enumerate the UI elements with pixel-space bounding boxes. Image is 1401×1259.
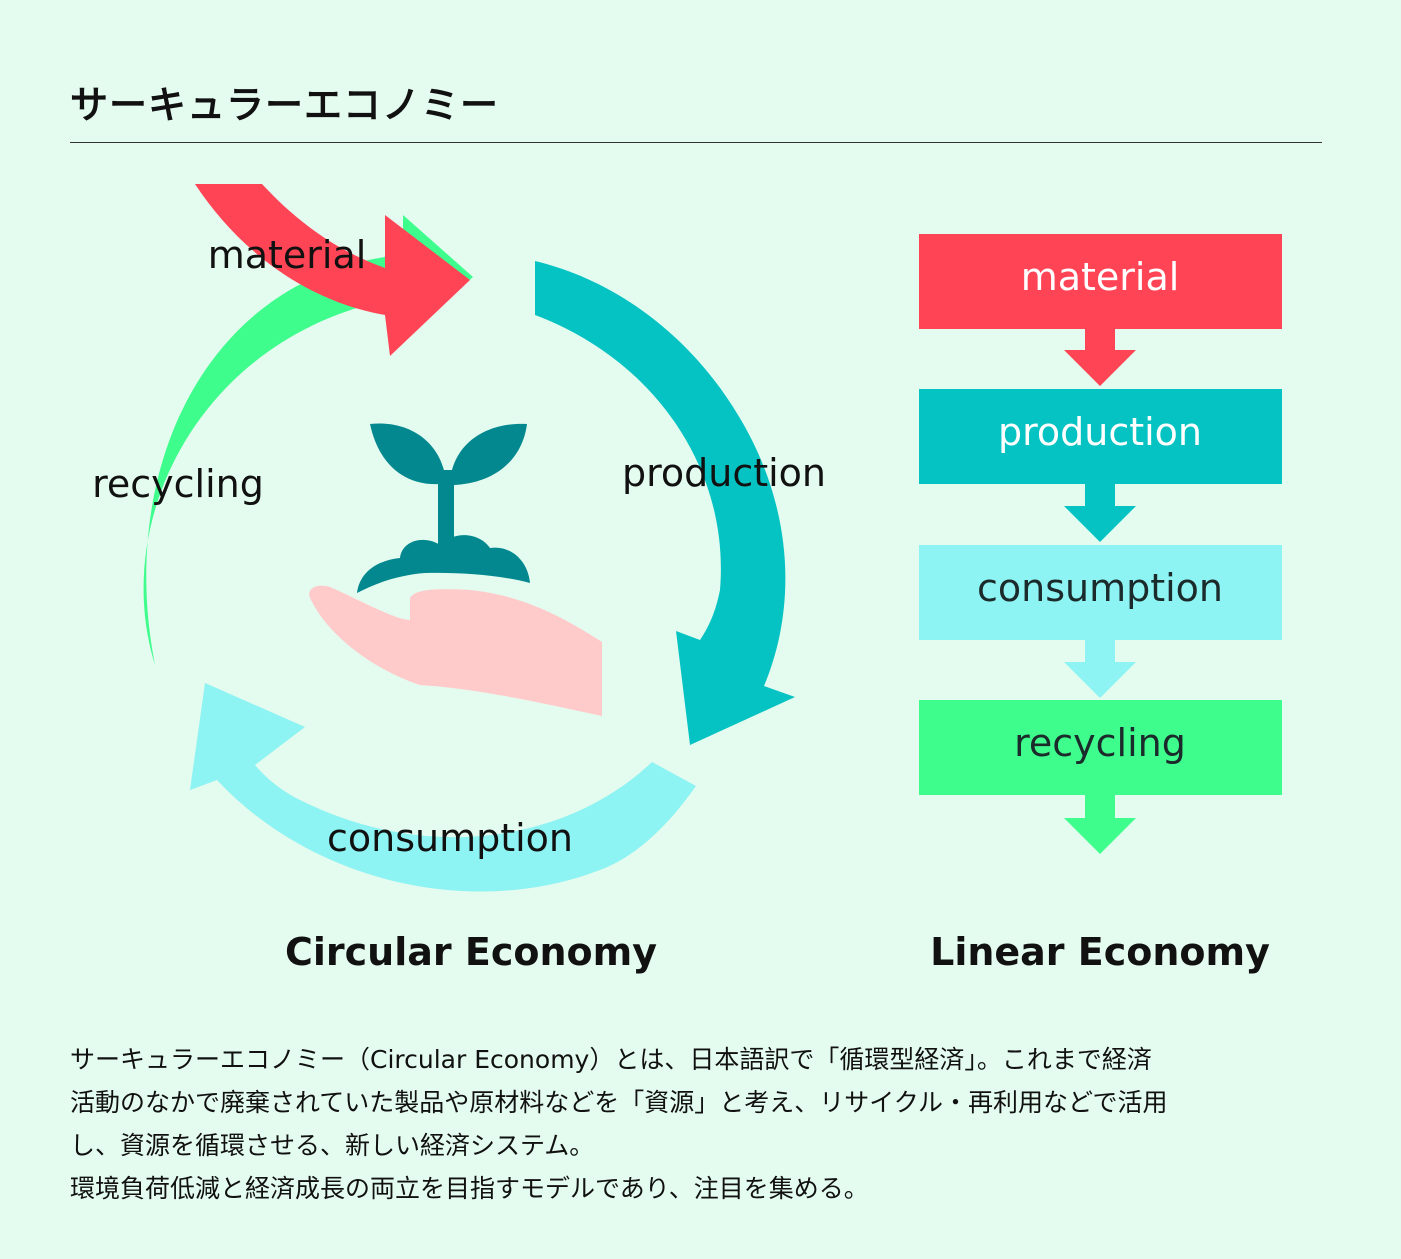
circular-label-material: material <box>208 233 367 277</box>
production-arrow <box>535 261 795 745</box>
soil-shape <box>357 535 530 593</box>
linear-economy-diagram: material production consumption recyclin… <box>919 234 1282 854</box>
title-divider <box>70 142 1322 143</box>
circular-label-production: production <box>622 451 826 495</box>
linear-step-consumption-label: consumption <box>977 566 1223 610</box>
circular-label-recycling: recycling <box>92 462 264 506</box>
linear-box-consumption <box>919 545 1282 640</box>
material-arrow <box>195 184 470 356</box>
linear-box-material <box>919 234 1282 329</box>
description-line-2: 活動のなかで廃棄されていた製品や原材料などを「資源」と考え、リサイクル・再利用な… <box>70 1088 1168 1117</box>
linear-step-recycling-label: recycling <box>1014 721 1186 765</box>
circular-economy-caption: Circular Economy <box>285 930 657 974</box>
description-line-4: 環境負荷低減と経済成長の両立を目指すモデルであり、注目を集める。 <box>70 1174 869 1203</box>
description-line-1: サーキュラーエコノミー（Circular Economy）とは、日本語訳で「循環… <box>70 1045 1152 1074</box>
linear-arrow-down-2 <box>1064 484 1136 542</box>
linear-box-production <box>919 389 1282 484</box>
sprout-in-hand-icon <box>309 423 602 716</box>
description-text: サーキュラーエコノミー（Circular Economy）とは、日本語訳で「循環… <box>70 1038 1350 1210</box>
sprout-left-leaf <box>370 423 446 485</box>
sprout-stem <box>438 470 454 560</box>
linear-box-recycling <box>919 700 1282 795</box>
circular-economy-diagram: material production recycling consumptio… <box>92 184 826 892</box>
sprout-right-leaf <box>450 423 527 485</box>
page-title: サーキュラーエコノミー <box>70 83 500 127</box>
linear-arrow-down-4 <box>1064 795 1136 854</box>
circular-label-consumption: consumption <box>327 816 573 860</box>
hand-shape <box>309 585 602 716</box>
linear-economy-caption: Linear Economy <box>930 930 1270 974</box>
linear-arrow-down-1 <box>1064 329 1136 386</box>
linear-step-production-label: production <box>998 410 1202 454</box>
linear-step-material-label: material <box>1021 255 1180 299</box>
linear-arrow-down-3 <box>1064 640 1136 698</box>
consumption-arrow <box>190 683 696 892</box>
description-line-3: し、資源を循環させる、新しい経済システム。 <box>70 1131 595 1160</box>
